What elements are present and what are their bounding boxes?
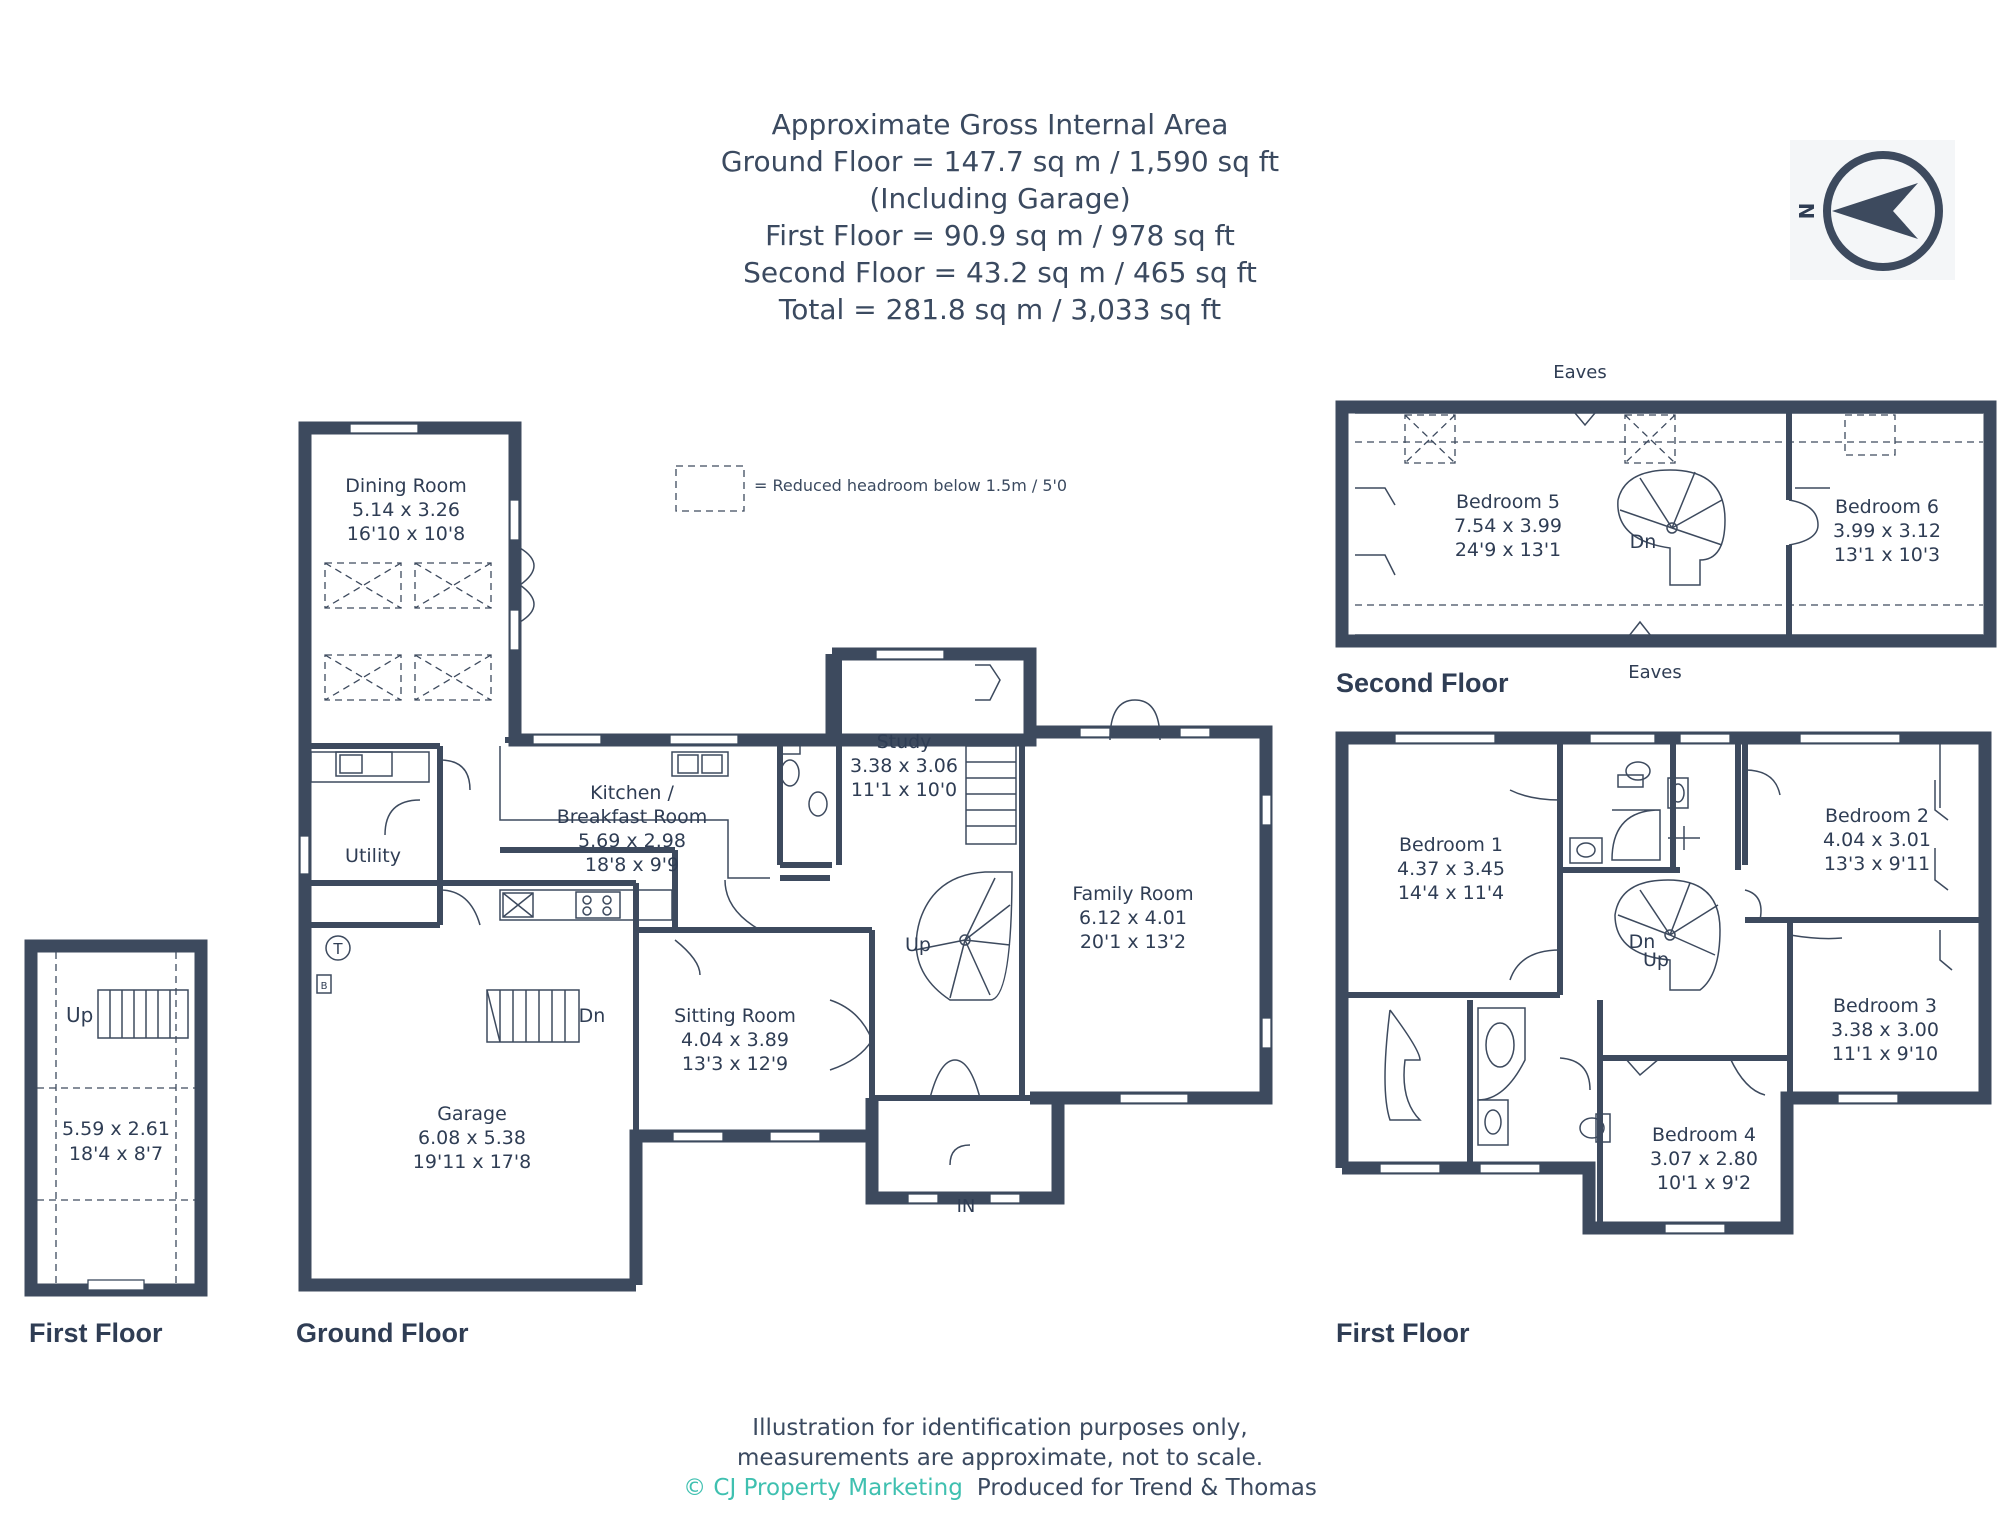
family-room: Family Room 6.12 x 4.01 20'1 x 13'2: [1072, 883, 1193, 953]
headroom-legend: = Reduced headroom below 1.5m / 5'0: [754, 476, 1068, 495]
dining-room-dim-m: 5.14 x 3.26: [352, 499, 460, 521]
bedroom-3-dim-m: 3.38 x 3.00: [1831, 1019, 1939, 1041]
annex-plan: [24, 939, 208, 1297]
tank-label: T: [332, 940, 343, 958]
kitchen-dim-ft: 18'8 x 9'9: [585, 854, 679, 876]
bedroom-1-dim-ft: 14'4 x 11'4: [1398, 882, 1504, 904]
footer-produced: Produced for Trend & Thomas: [976, 1475, 1317, 1501]
ground-floor-plan: [298, 421, 1273, 1292]
bedroom-5-dim-m: 7.54 x 3.99: [1454, 515, 1562, 537]
area-first: First Floor = 90.9 sq m / 978 sq ft: [765, 219, 1235, 252]
footer-disclaimer-2: measurements are approximate, not to sca…: [736, 1445, 1264, 1471]
sitting-room: Sitting Room 4.04 x 3.89 13'3 x 12'9: [674, 1005, 796, 1075]
second-floor-label: Second Floor: [1336, 668, 1509, 698]
bedroom-5: Bedroom 5 7.54 x 3.99 24'9 x 13'1: [1454, 491, 1562, 561]
first-floor-plan: [1335, 731, 1992, 1235]
bedroom-6-dim-m: 3.99 x 3.12: [1833, 520, 1941, 542]
area-garage-note: (Including Garage): [869, 182, 1131, 215]
area-second: Second Floor = 43.2 sq m / 465 sq ft: [743, 256, 1257, 289]
second-floor-plan: [1335, 400, 1997, 648]
study-dim-m: 3.38 x 3.06: [850, 755, 958, 777]
headroom-swatch: [675, 465, 745, 512]
study: Study 3.38 x 3.06 11'1 x 10'0: [850, 731, 958, 801]
area-summary: Approximate Gross Internal Area Ground F…: [0, 106, 2000, 328]
bedroom-4-dim-m: 3.07 x 2.80: [1650, 1148, 1758, 1170]
bedroom-3: Bedroom 3 3.38 x 3.00 11'1 x 9'10: [1831, 995, 1939, 1065]
dining-room: Dining Room 5.14 x 3.26 16'10 x 10'8: [345, 475, 466, 545]
kitchen-dim-m: 5.69 x 2.98: [578, 830, 686, 852]
footer: Illustration for identification purposes…: [0, 1413, 2000, 1503]
bedroom-1-dim-m: 4.37 x 3.45: [1397, 858, 1505, 880]
garage-stairs-dn: Dn: [579, 1005, 606, 1027]
footer-credit: © CJ Property Marketing Produced for Tren…: [0, 1473, 2000, 1503]
bedroom-1: Bedroom 1 4.37 x 3.45 14'4 x 11'4: [1397, 834, 1505, 904]
compass-north-label: N: [1795, 203, 1819, 220]
utility-name: Utility: [345, 845, 401, 867]
annex-floor-label: First Floor: [29, 1318, 163, 1348]
garage-dim-ft: 19'11 x 17'8: [413, 1151, 531, 1173]
bedroom-6-dim-ft: 13'1 x 10'3: [1834, 544, 1940, 566]
dining-room-name: Dining Room: [345, 475, 466, 497]
bedroom-5-name: Bedroom 5: [1456, 491, 1560, 513]
annex-stairs-label: Up: [66, 1003, 93, 1027]
sitting-room-dim-ft: 13'3 x 12'9: [682, 1053, 788, 1075]
eaves-bottom-label: Eaves: [1628, 662, 1682, 683]
study-name: Study: [877, 731, 932, 753]
bedroom-2-name: Bedroom 2: [1825, 805, 1929, 827]
kitchen-name-2: Breakfast Room: [557, 806, 708, 828]
area-ground: Ground Floor = 147.7 sq m / 1,590 sq ft: [720, 145, 1280, 178]
ground-floor-label: Ground Floor: [296, 1318, 469, 1348]
kitchen: Kitchen / Breakfast Room 5.69 x 2.98 18'…: [557, 782, 708, 876]
kitchen-name-1: Kitchen /: [590, 782, 674, 804]
entrance-label: IN: [957, 1196, 976, 1217]
area-title: Approximate Gross Internal Area: [771, 108, 1229, 141]
garage-name: Garage: [437, 1103, 507, 1125]
footer-disclaimer-1: Illustration for identification purposes…: [752, 1415, 1248, 1441]
bedroom-4-dim-ft: 10'1 x 9'2: [1657, 1172, 1751, 1194]
annex-dim-m: 5.59 x 2.61: [62, 1118, 170, 1140]
first-stairs-dn: Dn: [1629, 931, 1656, 953]
boiler-label: B: [321, 981, 328, 992]
second-stairs-dn: Dn: [1630, 531, 1657, 553]
family-room-dim-m: 6.12 x 4.01: [1079, 907, 1187, 929]
garage: Garage 6.08 x 5.38 19'11 x 17'8: [413, 1103, 531, 1173]
bedroom-4: Bedroom 4 3.07 x 2.80 10'1 x 9'2: [1650, 1124, 1758, 1194]
ground-stairs-up: Up: [905, 934, 931, 956]
family-room-dim-ft: 20'1 x 13'2: [1080, 931, 1186, 953]
bedroom-1-name: Bedroom 1: [1399, 834, 1503, 856]
compass-icon: N: [1790, 140, 1955, 280]
eaves-top-label: Eaves: [1553, 362, 1607, 383]
bedroom-2: Bedroom 2 4.04 x 3.01 13'3 x 9'11: [1823, 805, 1931, 875]
bedroom-6: Bedroom 6 3.99 x 3.12 13'1 x 10'3: [1833, 496, 1941, 566]
footer-brand: © CJ Property Marketing: [683, 1475, 963, 1501]
bedroom-3-dim-ft: 11'1 x 9'10: [1832, 1043, 1938, 1065]
bedroom-5-dim-ft: 24'9 x 13'1: [1455, 539, 1561, 561]
garage-dim-m: 6.08 x 5.38: [418, 1127, 526, 1149]
first-stairs-up: Up: [1643, 949, 1669, 971]
bedroom-3-name: Bedroom 3: [1833, 995, 1937, 1017]
bedroom-4-name: Bedroom 4: [1652, 1124, 1756, 1146]
bedroom-6-name: Bedroom 6: [1835, 496, 1939, 518]
dining-room-dim-ft: 16'10 x 10'8: [347, 523, 465, 545]
bedroom-2-dim-m: 4.04 x 3.01: [1823, 829, 1931, 851]
first-floor-label: First Floor: [1336, 1318, 1470, 1348]
family-room-name: Family Room: [1072, 883, 1193, 905]
study-dim-ft: 11'1 x 10'0: [851, 779, 957, 801]
sitting-room-name: Sitting Room: [674, 1005, 796, 1027]
bedroom-2-dim-ft: 13'3 x 9'11: [1824, 853, 1930, 875]
area-total: Total = 281.8 sq m / 3,033 sq ft: [778, 293, 1222, 326]
sitting-room-dim-m: 4.04 x 3.89: [681, 1029, 789, 1051]
annex-dim-ft: 18'4 x 8'7: [69, 1143, 163, 1165]
